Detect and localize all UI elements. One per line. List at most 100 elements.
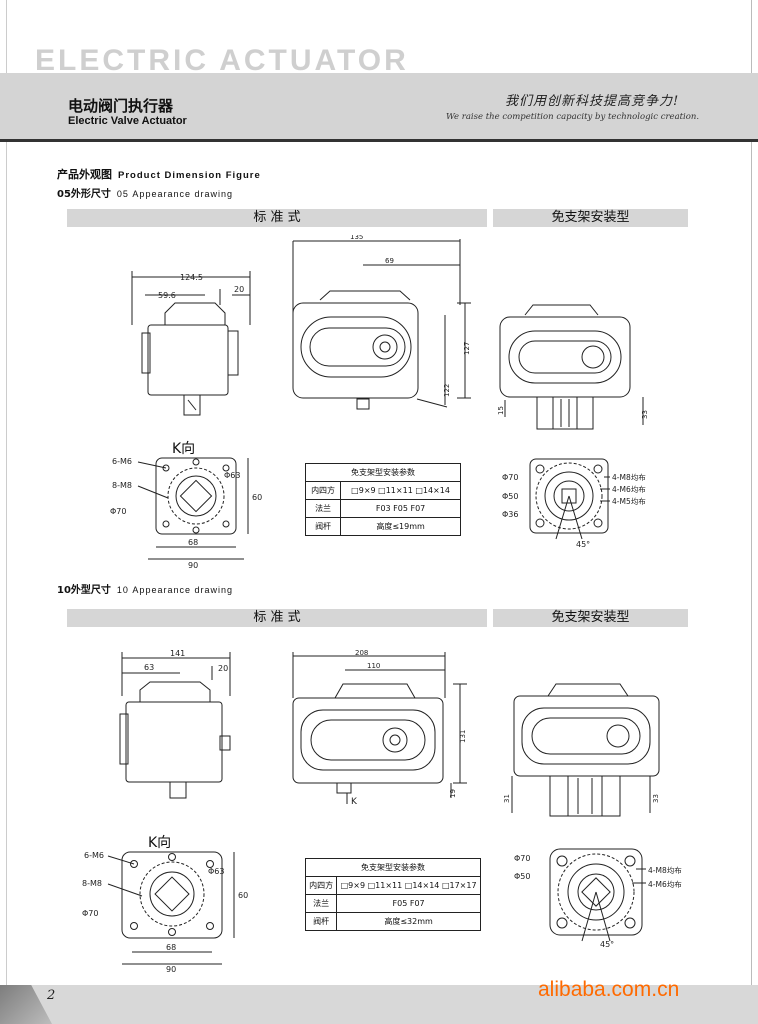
- model05-bracketless-bar: 免支架安装型: [493, 209, 688, 227]
- model10-title: 10外型尺寸 10 Appearance drawing: [57, 581, 233, 596]
- model10-front-half-label: 63: [144, 663, 154, 672]
- model10-k-phi70: Φ70: [82, 909, 98, 918]
- big-title: ELECTRIC ACTUATOR: [35, 44, 409, 77]
- model05-k-w90: 90: [188, 561, 198, 570]
- model10-title-cn: 10外型尺寸: [57, 585, 111, 596]
- model05-title-cn: 05外形尺寸: [57, 189, 111, 200]
- table-row: 阀杆 高度≤32mm: [304, 912, 481, 931]
- model05-standard-bar: 标 准 式: [67, 209, 487, 227]
- model10-k-view: 6-M6 8-M8 Φ70 Φ63 60 68 90: [82, 851, 248, 972]
- model05-param-table: 免支架型安装参数 内四方 □9×9 □11×11 □14×14 法兰 F03 F…: [304, 463, 461, 536]
- model05-table-title: 免支架型安装参数: [305, 463, 461, 482]
- table-row: 内四方 □9×9 □11×11 □14×14: [304, 481, 461, 500]
- table-row: 法兰 F05 F07: [304, 894, 481, 913]
- table-cell-label: 内四方: [304, 876, 338, 895]
- model10-k-w68: 68: [166, 943, 176, 952]
- model05-r-phi36: Φ36: [502, 510, 518, 519]
- table-cell-label: 阀杆: [304, 517, 342, 536]
- model10-k-phi63: Φ63: [208, 867, 224, 876]
- model10-k-m6: 6-M6: [84, 851, 104, 860]
- section-title: 产品外观图 Product Dimension Figure: [57, 166, 261, 182]
- model05-r-phi50: Φ50: [502, 492, 518, 501]
- model10-param-table: 免支架型安装参数 内四方 □9×9 □11×11 □14×14 □17×17 法…: [304, 858, 481, 931]
- model05-k-view: 6-M6 8-M8 Φ70 Φ63 60 68 90: [110, 457, 262, 570]
- model10-r-note1: 4-M8均布: [648, 865, 682, 875]
- model05-side-top-label: 135: [350, 235, 363, 241]
- model05-k-label: K向: [172, 441, 196, 457]
- model10-flange-view: Φ70 Φ50 4-M8均布 4-M6均布 45°: [514, 848, 682, 949]
- table-cell-value: 高度≤32mm: [336, 912, 481, 931]
- model10-front-width-label: 141: [170, 649, 185, 658]
- model10-side-mid-label: 110: [367, 662, 380, 670]
- table-cell-value: □9×9 □11×11 □14×14: [340, 481, 461, 500]
- model05-k-w68: 68: [188, 538, 198, 547]
- header-band: [0, 73, 758, 139]
- model10-side-small-label: 19: [449, 789, 457, 798]
- left-margin-rule: [6, 0, 7, 985]
- table-cell-value: F05 F07: [336, 894, 481, 913]
- model10-r-phi50: Φ50: [514, 872, 530, 881]
- model10-side-top-label: 208: [355, 649, 368, 657]
- model10-bracketless-view: 31 33: [503, 683, 660, 817]
- model05-r-note2: 4-M6均布: [612, 484, 646, 494]
- model10-k-label: K向: [148, 835, 172, 851]
- model05-side-view: 135 69 127 122: [292, 235, 471, 410]
- model10-k-arrow: K: [351, 797, 358, 806]
- header-divider: [0, 139, 758, 142]
- table-cell-value: □9×9 □11×11 □14×14 □17×17: [336, 876, 481, 895]
- model05-front-right-label: 20: [234, 285, 244, 294]
- section-title-en: Product Dimension Figure: [118, 170, 261, 181]
- table-row: 阀杆 高度≤19mm: [304, 517, 461, 536]
- model05-title-en: 05 Appearance drawing: [116, 189, 233, 199]
- model10-table-title: 免支架型安装参数: [305, 858, 481, 877]
- page-number: 2: [47, 988, 56, 1003]
- model05-bracketless-view: 15 33: [497, 304, 649, 430]
- model05-k-h60: 60: [252, 493, 262, 502]
- model05-k-m8: 8-M8: [112, 481, 132, 490]
- model10-side-view: 208 110 131 19 K: [292, 649, 467, 806]
- model05-side-mid-label: 69: [385, 257, 394, 265]
- model05-title: 05外形尺寸 05 Appearance drawing: [57, 185, 233, 200]
- model05-side-h2-label: 122: [443, 384, 451, 397]
- table-row: 内四方 □9×9 □11×11 □14×14 □17×17: [304, 876, 481, 895]
- model05-side-h-label: 127: [463, 342, 471, 355]
- model05-bracketless-dim1: 15: [497, 406, 505, 415]
- model10-front-view: 141 63 20: [119, 649, 231, 799]
- model05-r-phi70: Φ70: [502, 473, 518, 482]
- model10-bracketless-dim2: 33: [652, 794, 660, 803]
- model10-k-m8: 8-M8: [82, 879, 102, 888]
- model10-front-right-label: 20: [218, 664, 228, 673]
- model05-front-width-label: 124.5: [180, 273, 203, 282]
- model10-r-note2: 4-M6均布: [648, 879, 682, 889]
- cn-title: 电动阀门执行器: [68, 97, 174, 115]
- model05-r-note1: 4-M8均布: [612, 472, 646, 482]
- table-cell-value: F03 F05 F07: [340, 499, 461, 518]
- slogan-cn: 我们用创新科技提高竞争力!: [505, 94, 680, 109]
- model10-side-h-label: 131: [459, 730, 467, 743]
- model05-r-note3: 4-M5均布: [612, 496, 646, 506]
- model05-front-half-label: 59.6: [158, 291, 176, 300]
- model05-k-phi70: Φ70: [110, 507, 126, 516]
- model05-r-angle: 45°: [576, 540, 590, 549]
- section-title-cn: 产品外观图: [57, 168, 112, 181]
- model10-title-en: 10 Appearance drawing: [116, 585, 233, 595]
- model05-k-m6: 6-M6: [112, 457, 132, 466]
- model10-k-h60: 60: [238, 891, 248, 900]
- model05-k-phi63: Φ63: [224, 471, 240, 480]
- table-cell-label: 内四方: [304, 481, 342, 500]
- model05-flange-view: Φ70 Φ50 Φ36 4-M8均布 4-M6均布 4-M5均布 45°: [502, 458, 646, 549]
- table-row: 法兰 F03 F05 F07: [304, 499, 461, 518]
- model10-standard-bar: 标 准 式: [67, 609, 487, 627]
- footer-band: [0, 985, 758, 1024]
- model10-k-w90: 90: [166, 965, 176, 972]
- model10-bracketless-bar: 免支架安装型: [493, 609, 688, 627]
- watermark-text: alibaba.com.cn: [538, 978, 680, 1001]
- table-cell-label: 法兰: [304, 499, 342, 518]
- table-cell-value: 高度≤19mm: [340, 517, 461, 536]
- slogan-en: We raise the competition capacity by tec…: [446, 112, 700, 122]
- model05-bracketless-dim2: 33: [641, 410, 649, 419]
- model05-front-view: 124.5 59.6 20: [131, 271, 251, 416]
- table-cell-label: 阀杆: [304, 912, 338, 931]
- model10-bracketless-dim1: 31: [503, 794, 511, 803]
- right-margin-rule: [751, 0, 752, 1024]
